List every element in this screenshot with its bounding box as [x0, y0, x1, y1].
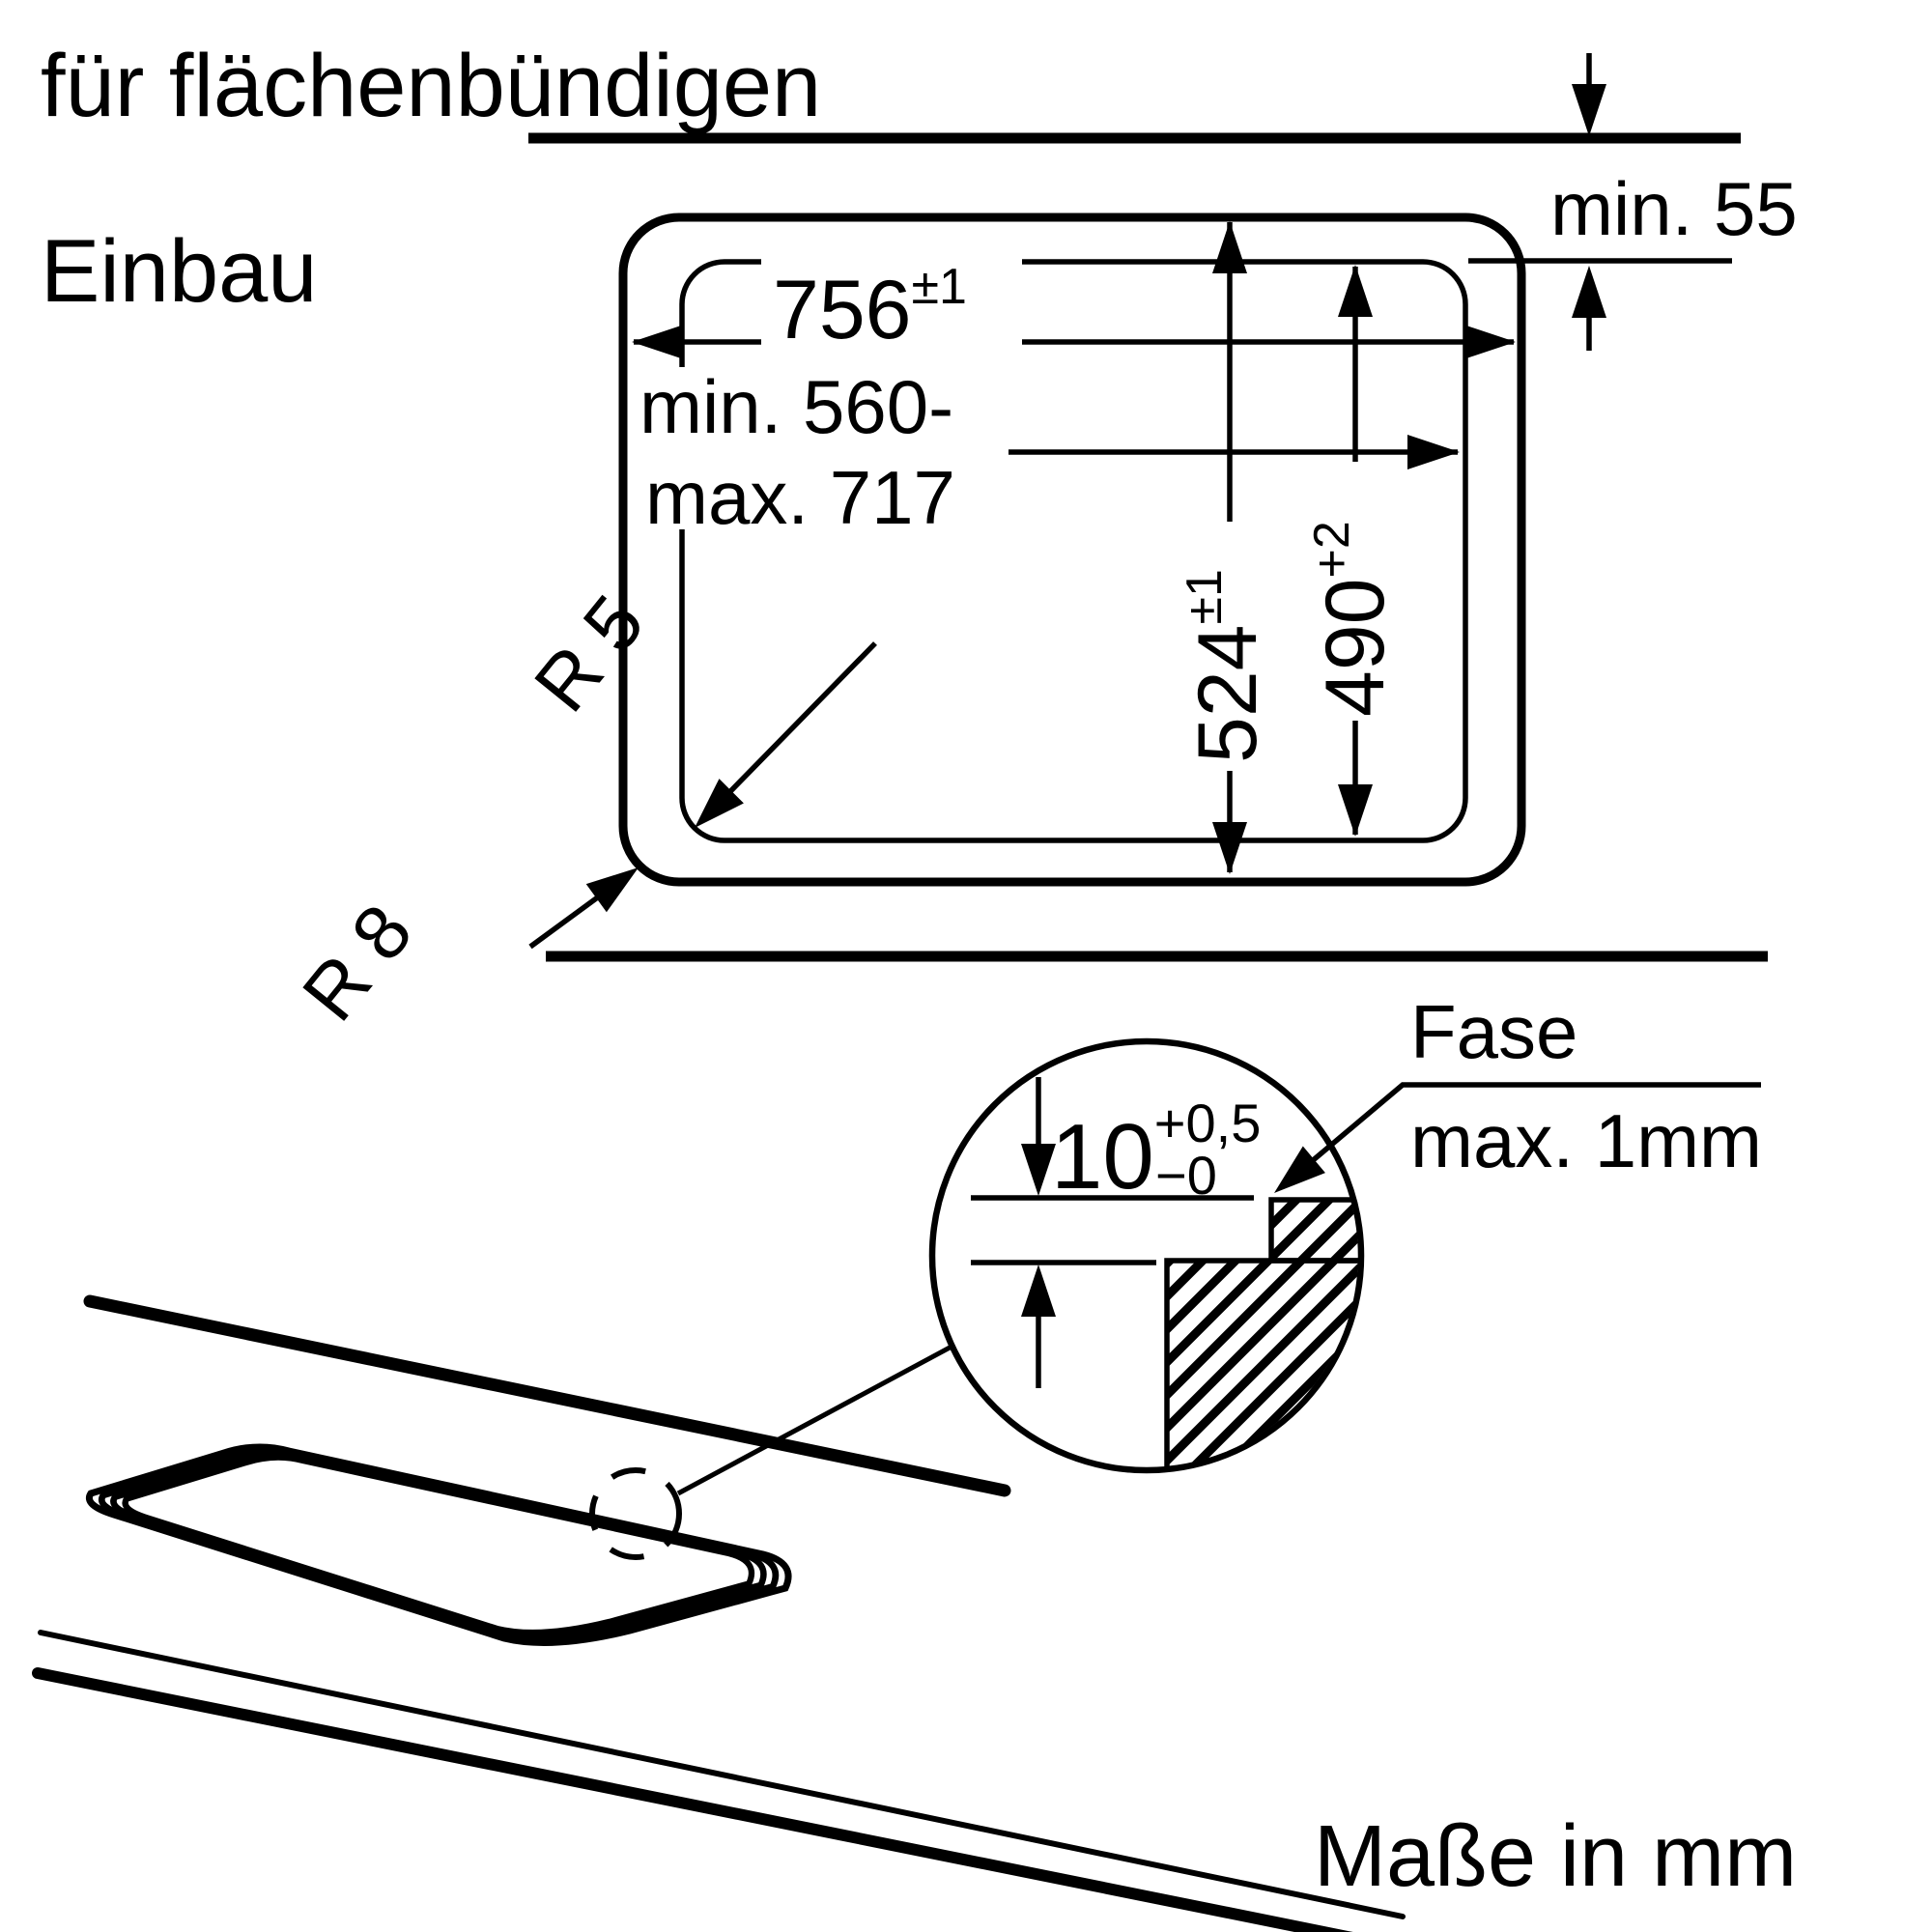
cabinet-width-max-label: max. 717	[645, 455, 955, 540]
label-mask	[1194, 522, 1267, 771]
rear-clearance-label: min. 55	[1550, 166, 1798, 251]
chamfer-label-line-2: max. 1mm	[1410, 1098, 1762, 1183]
recess-depth-label: 10+0,5−0	[1051, 1093, 1261, 1208]
hob-glass-outline	[86, 1443, 792, 1646]
dim-cutout-depth: 524±1	[1177, 221, 1274, 874]
radius-inner-label: R 5	[518, 580, 661, 727]
label-mask	[630, 367, 1009, 529]
cutout-inner-rect	[679, 259, 1468, 843]
arrowhead-down-icon	[1212, 822, 1247, 874]
worktop-front-bottom-diagonal	[32, 1667, 1353, 1932]
title-line-2: Einbau	[41, 222, 317, 321]
worktop-front-top-diagonal	[38, 1630, 1406, 1919]
flush-detail-view: 10+0,5−0 Fase max. 1mm	[928, 989, 1762, 1474]
title-line-1: für flächenbündigen	[41, 37, 821, 135]
dim-cabinet-width: min. 560- max. 717	[630, 364, 1460, 540]
cutout-depth-label: 524±1	[1177, 569, 1274, 763]
arrowhead-up-icon	[1338, 265, 1373, 317]
dim-inner-depth: 490+2	[1304, 265, 1402, 837]
arrowhead-down-icon	[1338, 784, 1373, 837]
dim-recess-depth: 10+0,5−0	[1021, 1077, 1261, 1388]
callout-chamfer: Fase max. 1mm	[1274, 989, 1762, 1193]
arrowhead-icon	[585, 867, 639, 913]
cutout-width-label: 756±1	[773, 259, 967, 356]
title-block: für flächenbündigen Einbau	[41, 37, 821, 321]
arrowhead-icon	[1274, 1146, 1325, 1193]
recess-cross-section	[1164, 1197, 1358, 1467]
worktop-section-upper-hatch	[1268, 1197, 1358, 1264]
worktop-section-lower-hatch	[1164, 1258, 1358, 1467]
worktop-perspective-view	[32, 1294, 1406, 1932]
dim-rear-clearance: min. 55	[1468, 53, 1798, 351]
chamfer-label-line-1: Fase	[1410, 989, 1577, 1074]
arrowhead-right-icon	[1463, 325, 1516, 359]
arrowhead-left-icon	[632, 325, 684, 359]
arrowhead-up-icon	[1572, 266, 1606, 318]
detail-leader-line	[676, 1344, 953, 1496]
callout-radius-outer: R 8	[286, 867, 639, 1037]
callout-radius-inner: R 5	[518, 580, 877, 828]
cutout-plan-view: min. 55 756±1 min. 560- max. 717 524±1	[286, 53, 1798, 1037]
units-note: Maße in mm	[1314, 1808, 1797, 1905]
leader-line	[1285, 1082, 1761, 1185]
arrowhead-up-icon	[1212, 221, 1247, 273]
cutout-outer-rect	[618, 213, 1526, 887]
arrowhead-up-icon	[1021, 1264, 1056, 1317]
arrowhead-down-icon	[1572, 84, 1606, 136]
label-mask	[1321, 462, 1391, 721]
radius-outer-label: R 8	[286, 889, 429, 1037]
detail-marker-dashed-circle	[589, 1467, 682, 1560]
cabinet-width-min-label: min. 560-	[639, 364, 953, 449]
arrowhead-down-icon	[1021, 1144, 1056, 1196]
dim-cutout-width: 756±1	[632, 249, 1516, 359]
arrowhead-right-icon	[1407, 435, 1460, 469]
leader-line	[701, 641, 877, 821]
label-mask	[761, 249, 1022, 346]
detail-circle	[928, 1037, 1365, 1474]
inner-depth-label: 490+2	[1304, 521, 1402, 717]
worktop-back-edge-diagonal	[83, 1294, 1011, 1497]
